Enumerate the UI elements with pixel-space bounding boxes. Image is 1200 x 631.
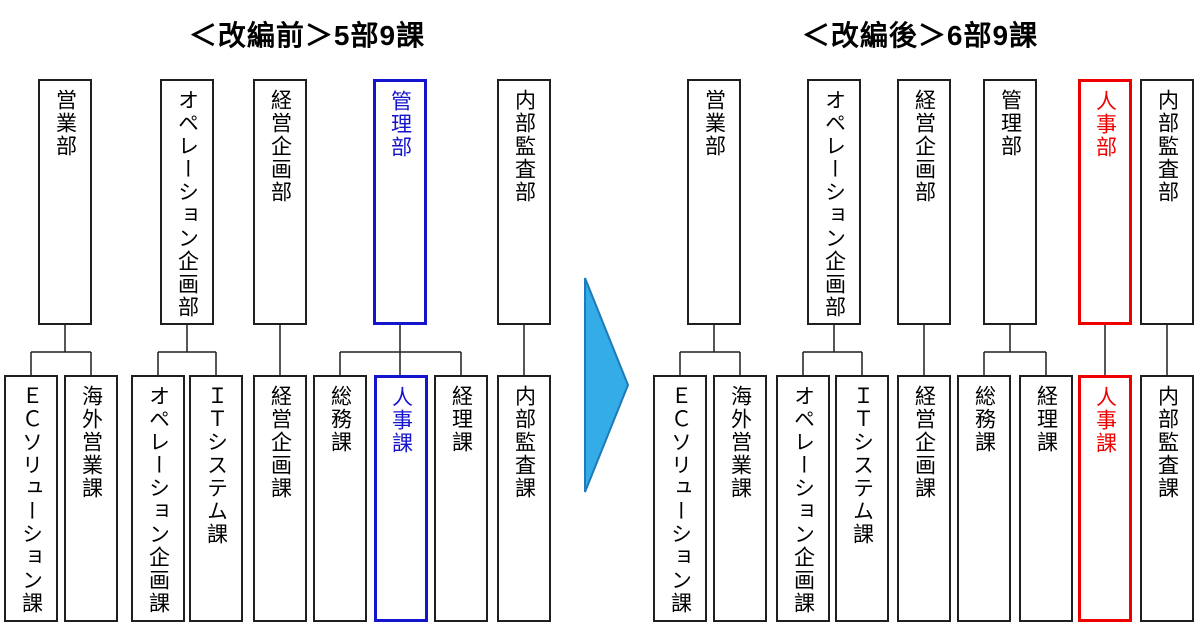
after-dept-corporate-planning: 経営企画部 (897, 79, 951, 325)
before-sect-operation-planning: オペレーション企画課 (131, 375, 185, 622)
after-dept-hr-highlighted: 人事部 (1078, 79, 1132, 325)
before-sect-corporate-planning: 経営企画課 (253, 375, 307, 622)
after-sect-it-system: ＩＴシステム課 (835, 375, 889, 622)
before-sect-overseas-sales: 海外営業課 (64, 375, 118, 622)
before-sect-it-system: ＩＴシステム課 (189, 375, 243, 622)
before-dept-internal-audit: 内部監査部 (497, 79, 551, 325)
after-sect-accounting: 経理課 (1019, 375, 1073, 622)
after-sect-corporate-planning: 経営企画課 (897, 375, 951, 622)
before-sect-ec-solution: ＥＣソリューション課 (4, 375, 58, 622)
after-dept-operation-planning: オペレーション企画部 (807, 79, 861, 325)
after-sect-general-affairs: 総務課 (957, 375, 1011, 622)
before-dept-operation-planning: オペレーション企画部 (160, 79, 214, 325)
after-sect-hr-highlighted: 人事課 (1078, 375, 1132, 622)
after-title: ＜改編後＞6部9課 (801, 20, 1039, 51)
before-sect-general-affairs: 総務課 (313, 375, 367, 622)
after-sect-operation-planning: オペレーション企画課 (776, 375, 830, 622)
after-dept-admin: 管理部 (983, 79, 1037, 325)
before-dept-admin-highlighted: 管理部 (373, 79, 427, 325)
before-sect-internal-audit: 内部監査課 (497, 375, 551, 622)
before-sect-accounting: 経理課 (434, 375, 488, 622)
after-sect-overseas-sales: 海外営業課 (713, 375, 767, 622)
before-title: ＜改編前＞5部9課 (188, 20, 426, 51)
before-dept-sales: 営業部 (38, 79, 92, 325)
after-dept-sales: 営業部 (687, 79, 741, 325)
after-sect-internal-audit: 内部監査課 (1140, 375, 1194, 622)
before-sect-hr-highlighted: 人事課 (374, 375, 428, 622)
transition-arrow-icon (584, 277, 630, 493)
after-dept-internal-audit: 内部監査部 (1140, 79, 1194, 325)
before-dept-corporate-planning: 経営企画部 (253, 79, 307, 325)
after-sect-ec-solution: ＥＣソリューション課 (653, 375, 707, 622)
